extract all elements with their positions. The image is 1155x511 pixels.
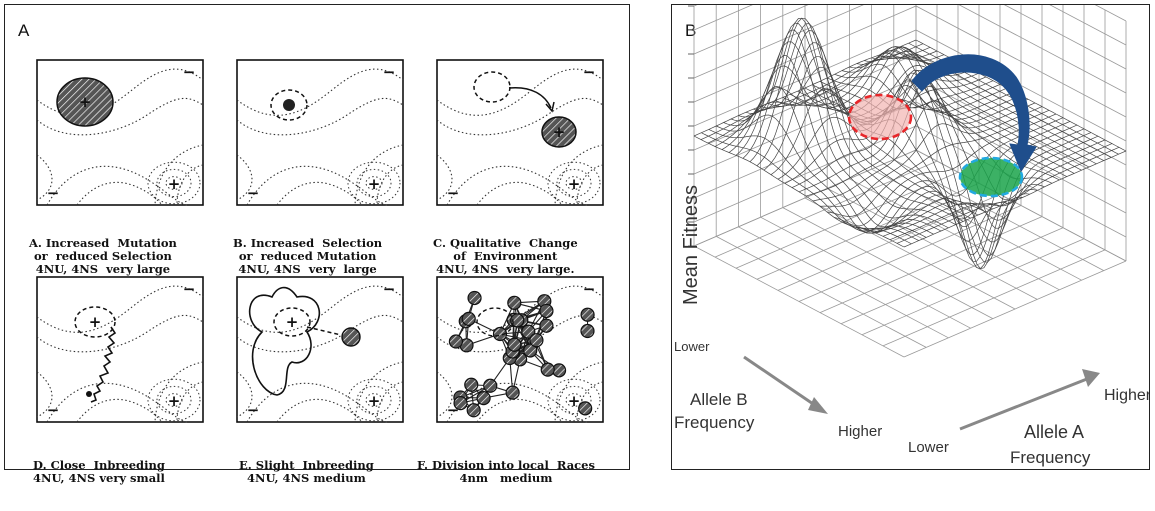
wall-gridline <box>694 5 1126 21</box>
local-race <box>506 386 519 399</box>
local-race <box>477 392 490 405</box>
left-axis-title-2: Frequency <box>674 413 754 433</box>
left-axis-higher: Higher <box>838 423 882 440</box>
wall-gridline <box>694 126 1126 237</box>
panel-b: B Mean Fitness Lower Allele B Frequency … <box>671 4 1150 470</box>
local-race <box>462 312 475 325</box>
target-peak-highlight <box>960 158 1022 196</box>
plus-sign: + <box>368 392 381 410</box>
local-race <box>579 402 592 415</box>
local-race <box>484 379 497 392</box>
plus-sign: + <box>368 175 381 193</box>
arrow-head <box>808 397 828 414</box>
plus-sign: + <box>168 175 181 193</box>
landscape-box-a: + − − + <box>37 60 203 205</box>
right-axis-title-2: Frequency <box>1010 448 1090 468</box>
minus-sign: − <box>47 184 60 202</box>
floor-gridline <box>778 194 1000 290</box>
population-area <box>283 99 295 111</box>
minus-sign: − <box>247 184 260 202</box>
minus-sign: − <box>183 280 196 298</box>
plus-sign: + <box>286 313 299 331</box>
plus-sign: + <box>568 175 581 193</box>
z-axis-label: Mean Fitness <box>680 185 703 305</box>
minus-sign: − <box>47 401 60 419</box>
minus-sign: − <box>183 63 196 81</box>
population-point <box>86 391 92 397</box>
landscape-box-b: + − − <box>237 60 403 205</box>
wall-gridline <box>694 30 1126 141</box>
local-race <box>454 397 467 410</box>
population-area <box>342 328 360 346</box>
arrow-head <box>1082 369 1100 387</box>
local-race <box>541 363 554 376</box>
left-axis-lower: Lower <box>674 339 709 354</box>
fitness-peak-highlight <box>849 95 911 139</box>
mesh-line <box>768 67 978 215</box>
local-race <box>540 304 553 317</box>
local-race <box>467 404 480 417</box>
plus-sign: + <box>168 392 181 410</box>
minus-sign: − <box>447 184 460 202</box>
right-axis-lower: Lower <box>908 439 949 456</box>
allele-b-axis-arrow <box>744 357 822 410</box>
local-race <box>449 335 462 348</box>
local-race <box>581 324 594 337</box>
plus-sign: + <box>89 313 102 331</box>
local-race <box>465 378 478 391</box>
right-axis-title-1: Allele A <box>1024 422 1084 443</box>
local-race <box>581 308 594 321</box>
local-race <box>530 334 543 347</box>
landscape-box-c: + − − + <box>437 60 603 205</box>
local-race <box>540 319 553 332</box>
local-race <box>508 338 521 351</box>
minus-sign: − <box>383 63 396 81</box>
minus-sign: − <box>247 401 260 419</box>
plus-sign: + <box>79 93 92 111</box>
right-axis-higher: Higher <box>1104 387 1150 405</box>
minus-sign: − <box>383 280 396 298</box>
plus-sign: + <box>553 123 566 141</box>
panel-a: A +−−++−−+−−++−−++−−++−− A. Increased Mu… <box>4 4 630 470</box>
minus-sign: − <box>583 63 596 81</box>
left-axis-title-1: Allele B <box>690 390 748 410</box>
minus-sign: − <box>583 280 596 298</box>
wall-gridline <box>694 5 1126 45</box>
